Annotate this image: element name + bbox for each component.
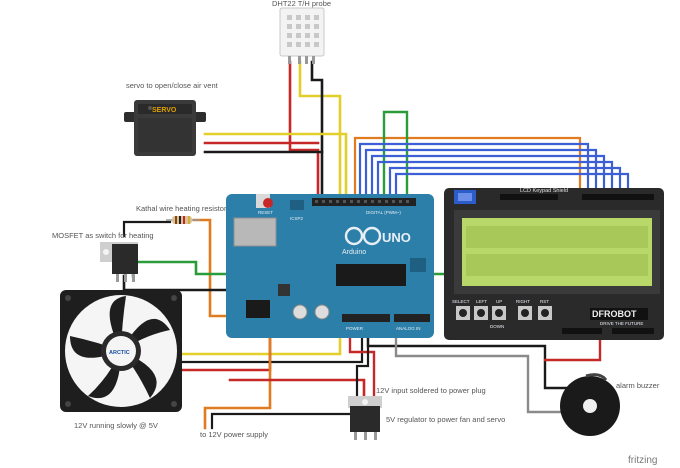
alarm-buzzer xyxy=(560,373,620,436)
servo-motor: SERVO xyxy=(124,100,206,156)
wire-servo-yellow xyxy=(203,132,348,206)
wire-lcd-blue-6 xyxy=(394,172,630,206)
arduino-uno: RESET ICSP2 DIGITAL (PWM~) UNO Arduino P… xyxy=(226,194,434,338)
wire-lcd-blue-4 xyxy=(376,160,614,206)
label-supply: to 12V power supply xyxy=(200,430,268,439)
voltage-regulator xyxy=(348,396,382,440)
btn-right-label: RIGHT xyxy=(516,299,530,304)
btn-up-label: UP xyxy=(496,299,502,304)
wire-buzzer-gray xyxy=(394,316,574,414)
arduino-sub: Arduino xyxy=(342,249,366,256)
label-mosfet: MOSFET as switch for heating xyxy=(52,231,154,240)
dht22-sensor xyxy=(279,7,325,64)
servo-brand: SERVO xyxy=(152,107,177,114)
wire-supply-red xyxy=(228,378,366,398)
arduino-reset-label: RESET xyxy=(258,210,273,215)
label-fan: 12V running slowly @ 5V xyxy=(74,421,158,430)
label-kathal: Kathal wire heating resistor xyxy=(136,204,227,213)
cooling-fan: ARCTIC xyxy=(60,290,182,412)
arduino-analog-label: ANALOG IN xyxy=(396,326,421,331)
wire-supply-orange xyxy=(203,328,272,430)
arduino-power-label: POWER xyxy=(346,326,364,331)
label-lcd-shield: LCD Keypad Shield xyxy=(520,188,568,194)
label-dht-probe: DHT22 T/H probe xyxy=(272,0,331,8)
label-regulator: 5V regulator to power fan and servo xyxy=(386,415,505,424)
label-buzzer: alarm buzzer xyxy=(616,381,660,390)
wire-lcd-blue-2 xyxy=(364,148,598,206)
wire-supply-black xyxy=(210,398,362,430)
arduino-name: UNO xyxy=(382,230,411,245)
wire-mosfet-black xyxy=(122,220,172,238)
label-servo: servo to open/close air vent xyxy=(126,81,219,90)
arduino-digital-label: DIGITAL (PWM~) xyxy=(366,210,401,215)
label-power-in: 12V input soldered to power plug xyxy=(376,386,486,395)
lcd-keypad-shield: SELECT LEFT UP DOWN RIGHT RST DFROBOT DR… xyxy=(444,188,664,340)
fan-brand: ARCTIC xyxy=(109,350,130,356)
dfrobot-sub: DRIVE THE FUTURE xyxy=(600,321,643,326)
wire-lcd-orange xyxy=(353,136,582,206)
fritzing-logo: fritzing xyxy=(628,455,657,466)
wire-lcd-blue-5 xyxy=(388,166,622,206)
btn-rst-label: RST xyxy=(540,299,549,304)
wire-dht-yellow xyxy=(298,60,342,206)
arduino-icsp-label: ICSP2 xyxy=(290,216,304,221)
dfrobot-logo: DFROBOT xyxy=(592,309,637,319)
btn-left-label: LEFT xyxy=(476,299,487,304)
kathal-resistor xyxy=(166,216,200,224)
wire-dht-black xyxy=(310,60,324,292)
btn-down-label: DOWN xyxy=(490,324,504,329)
mosfet xyxy=(100,242,138,282)
btn-select-label: SELECT xyxy=(452,299,470,304)
